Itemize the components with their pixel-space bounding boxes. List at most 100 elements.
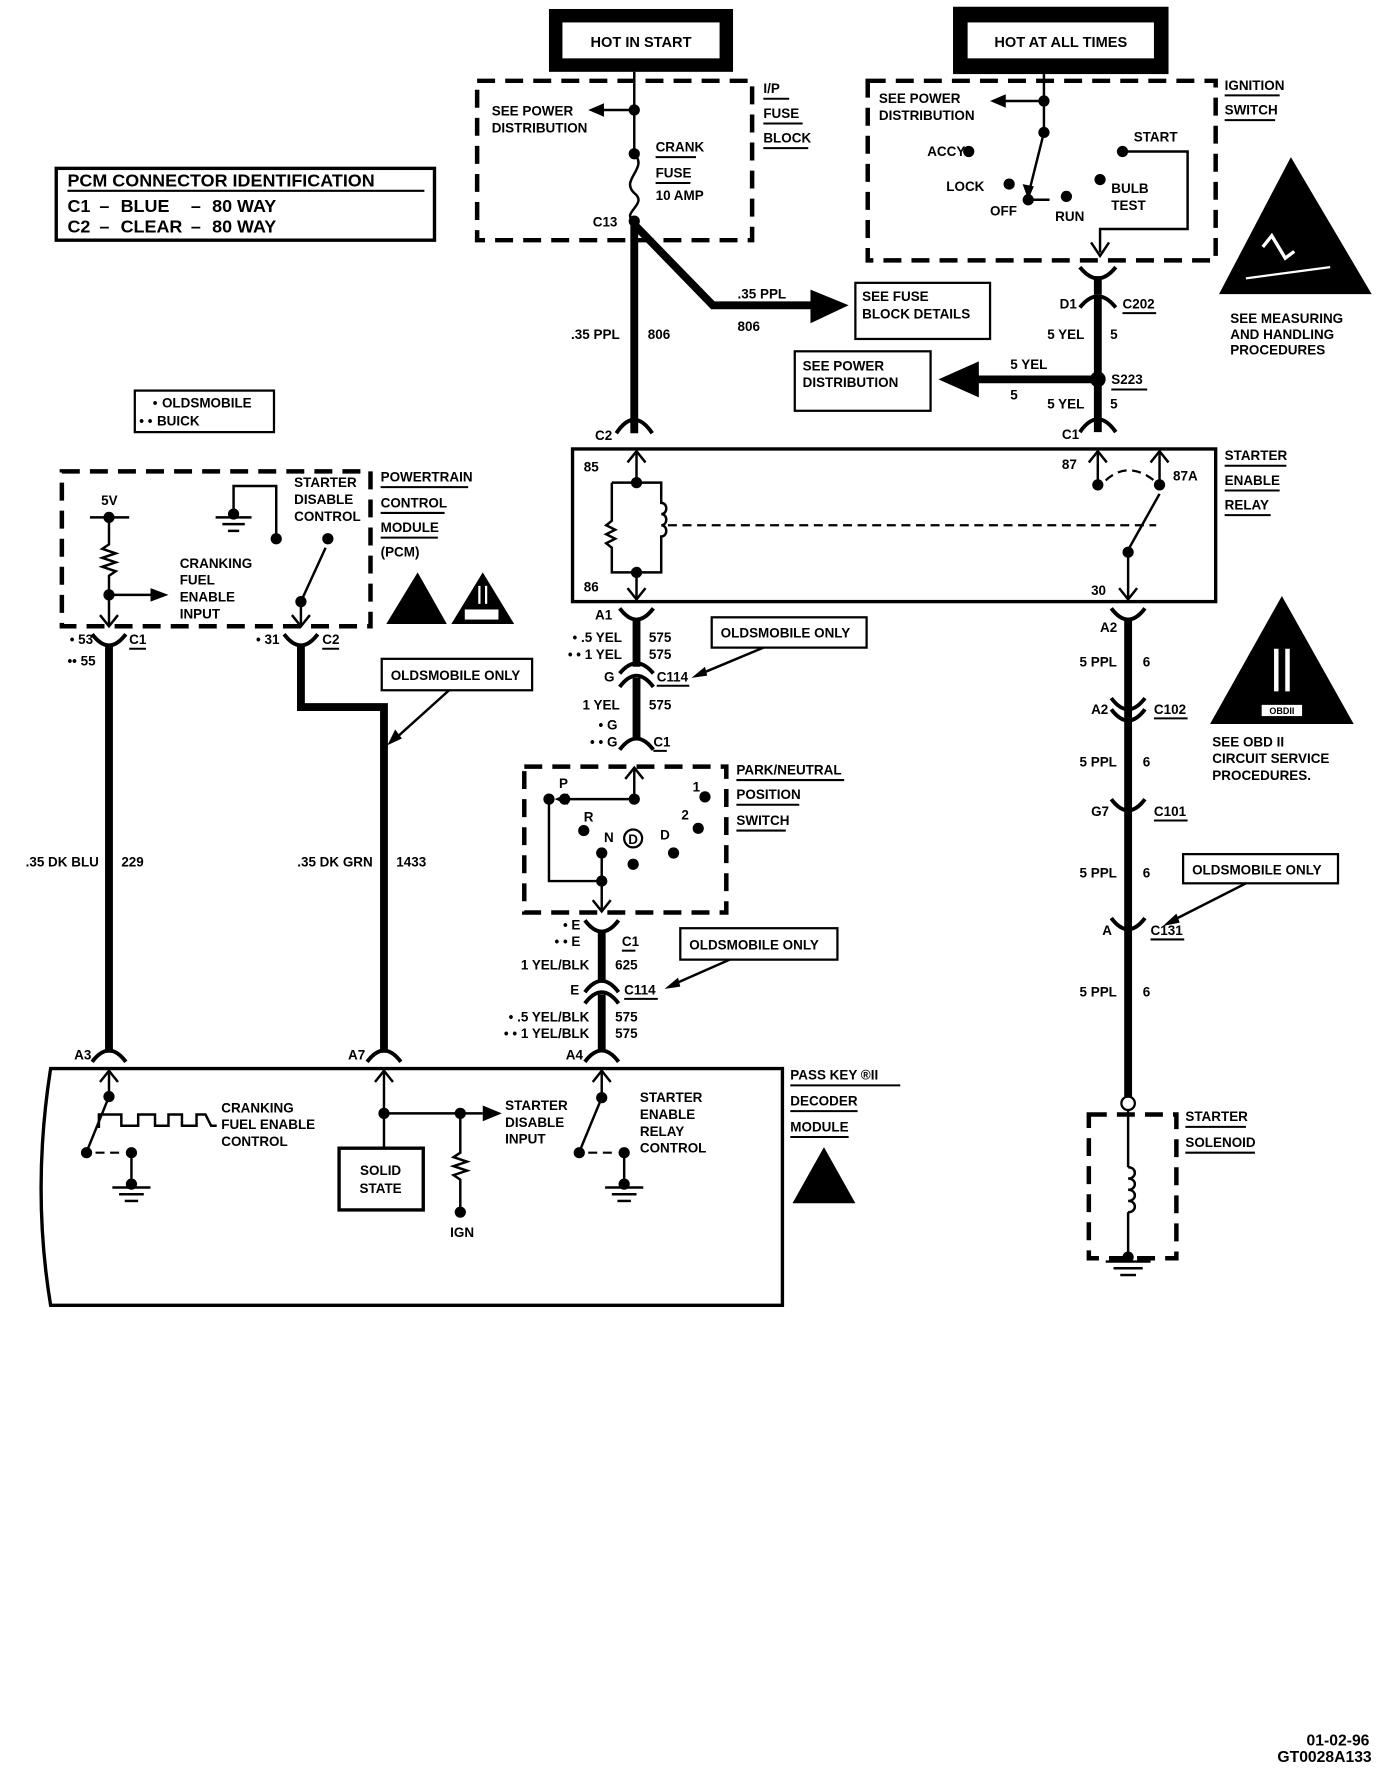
arrow-icon — [150, 588, 169, 602]
hot-in-start-box: HOT IN START — [548, 8, 734, 72]
pnp-pos-label: 2 — [681, 807, 688, 822]
note-text: SEE OBD II — [1212, 734, 1284, 749]
wire-label: 1 YEL/BLK — [521, 958, 590, 973]
connector-label: C131 — [1151, 923, 1184, 938]
wire-label: 5 YEL — [1047, 397, 1084, 412]
hot-at-all-times-box: HOT AT ALL TIMES — [953, 6, 1169, 75]
relay-pin-label: 85 — [584, 459, 599, 474]
solid-state-label: SOLID — [360, 1163, 401, 1178]
connector-label: C114 — [624, 982, 656, 997]
note-text: SEE FUSE — [862, 289, 929, 304]
wire-circuit: 5 — [1110, 397, 1118, 412]
starter-solenoid: STARTER SOLENOID — [1086, 1109, 1256, 1277]
connector-label: A4 — [566, 1048, 584, 1063]
input-label: INPUT — [180, 606, 221, 621]
connector-label: C1 — [622, 934, 640, 949]
connector-pin: A — [1102, 923, 1112, 938]
connector-label: C101 — [1154, 804, 1187, 819]
run-label: RUN — [1055, 209, 1084, 224]
passkey-title: PASS KEY ®II — [790, 1068, 878, 1083]
accy-label: ACCY — [927, 144, 965, 159]
see-fuse-block-details-note: SEE FUSE BLOCK DETAILS — [854, 281, 992, 341]
wire-circuit: 806 — [738, 319, 760, 334]
connector-pin: • • G — [590, 734, 617, 749]
ip-fuse-block: SEE POWER DISTRIBUTION CRANK FUSE 10 AMP… — [474, 71, 811, 243]
note-text: SEE POWER — [803, 358, 885, 373]
footer: 01-02-96 GT0028A133 — [1277, 1732, 1372, 1766]
pcm-connector-row-2: C2–CLEAR–80 WAY — [67, 216, 276, 236]
oldsmobile-only-note: OLDSMOBILE ONLY — [391, 668, 521, 683]
relay-title-3: RELAY — [1225, 498, 1269, 513]
connector-c1-icon — [90, 632, 128, 648]
wire-circuit: 625 — [615, 958, 638, 973]
connector-pin: • 31 — [256, 632, 280, 647]
wire-circuit: 806 — [648, 327, 670, 342]
pcm-title: POWERTRAIN — [381, 470, 473, 485]
pcm-title-4: (PCM) — [381, 545, 420, 560]
oldsmobile-only-note: OLDSMOBILE ONLY — [1192, 862, 1322, 877]
esd-icon — [386, 572, 447, 625]
see-power-label: SEE POWER — [492, 104, 574, 119]
ignition-feed-wire: D1 C202 5 YEL 5 S223 5 YEL 5 5 YEL 5 C1 — [938, 265, 1157, 442]
note-text: BLOCK DETAILS — [862, 307, 970, 322]
ignition-switch-title-2: SWITCH — [1225, 102, 1278, 117]
relay-coil-icon — [603, 481, 668, 574]
relay-title-2: ENABLE — [1225, 473, 1280, 488]
fuse-name: CRANK — [656, 140, 705, 155]
wire-label-olds: • .5 YEL/BLK — [509, 1009, 590, 1024]
input-label: FUEL — [180, 573, 215, 588]
connector-c114-icon — [618, 673, 655, 689]
see-power-distribution-note: SEE POWER DISTRIBUTION — [793, 350, 932, 412]
note-text: CIRCUIT SERVICE — [1212, 751, 1329, 766]
connector-pin: • G — [599, 718, 618, 733]
wire-circuit: 575 — [615, 1026, 638, 1041]
connector-pin: •• 55 — [67, 654, 96, 669]
esd-hand-icon — [1219, 157, 1372, 295]
solid-state-label: STATE — [360, 1181, 402, 1196]
wire-label: 5 PPL — [1080, 655, 1117, 670]
wire-label: 5 PPL — [1080, 755, 1117, 770]
resistor-icon — [98, 517, 120, 595]
connector-label: A2 — [1100, 620, 1117, 635]
pnp-pos-label: 1 — [693, 779, 701, 794]
note-text: PROCEDURES. — [1212, 768, 1311, 783]
connector-c131-icon — [1109, 916, 1147, 932]
passkey-label: STARTER — [505, 1098, 568, 1113]
connector-pin: • 53 — [70, 632, 93, 647]
connector-a7-icon — [365, 1048, 403, 1064]
connector-label: C102 — [1154, 702, 1186, 717]
relay-pin-label: 87A — [1173, 468, 1198, 483]
control-label: DISABLE — [294, 492, 353, 507]
passkey-title-2: DECODER — [790, 1094, 858, 1109]
footer-code: GT0028A133 — [1277, 1749, 1372, 1766]
passkey-label: FUEL ENABLE — [221, 1117, 315, 1132]
connector-label: C2 — [595, 428, 612, 443]
pnp-title-2: POSITION — [736, 787, 800, 802]
input-label: ENABLE — [180, 590, 235, 605]
connector-label: C1 — [653, 734, 671, 749]
connector-c1-icon — [1078, 417, 1118, 434]
starter-enable-relay: 85 86 87 87A 30 STARTER ENABLE RELAY — [570, 447, 1288, 604]
oldsmobile-only-note: OLDSMOBILE ONLY — [721, 626, 851, 641]
wire-label: .35 PPL — [571, 327, 620, 342]
wire-circuit: 6 — [1143, 655, 1150, 670]
crank-feed-wire: .35 PPL 806 .35 PPL 806 C2 — [571, 221, 849, 443]
connector-label: C114 — [657, 669, 689, 684]
relay-title: STARTER — [1225, 448, 1288, 463]
wire-circuit: 6 — [1143, 985, 1150, 1000]
note-text: AND HANDLING — [1230, 327, 1334, 342]
connector-pin: G — [604, 669, 614, 684]
splice-label: S223 — [1111, 372, 1142, 387]
wire-circuit: 575 — [649, 647, 672, 662]
connector-c101-icon — [1109, 797, 1147, 813]
passkey-label: INPUT — [505, 1132, 546, 1147]
connector-c1-icon — [583, 919, 621, 934]
resistor-icon — [449, 1113, 471, 1213]
pcm-connector-id-box: PCM CONNECTOR IDENTIFICATION C1–BLUE–80 … — [54, 166, 437, 242]
passkey-label: STARTER — [640, 1090, 703, 1105]
arrow-icon — [810, 289, 849, 324]
note-text: SEE MEASURING — [1230, 311, 1343, 326]
wire-circuit: 5 — [1110, 327, 1118, 342]
fuse-icon — [628, 152, 640, 223]
connector-a3-icon — [90, 1048, 128, 1064]
